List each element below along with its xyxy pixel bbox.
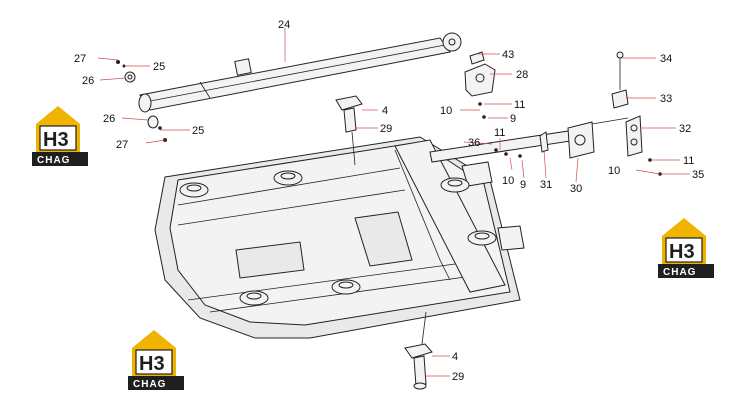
callout-29-top: 29	[380, 123, 392, 135]
callout-25: 25	[153, 61, 165, 73]
callout-34: 34	[660, 53, 672, 65]
callout-11: 11	[514, 99, 525, 111]
callout-11-shaft: 11	[494, 127, 505, 139]
callout-31: 31	[540, 179, 552, 191]
callout-36: 36	[468, 137, 480, 149]
callout-27-lower: 27	[116, 139, 128, 151]
watermark-logo-left: H3 CHAG	[32, 106, 88, 166]
left-fittings	[116, 60, 167, 142]
callout-11-right: 11	[683, 155, 694, 167]
logo-text: CHAG	[133, 379, 166, 390]
shaft-assembly	[429, 117, 629, 163]
gas-strut	[138, 32, 462, 113]
logo-mark: H3	[669, 241, 695, 263]
callout-35: 35	[692, 169, 704, 181]
callout-9-shaft: 9	[520, 179, 526, 191]
callout-26: 26	[82, 75, 94, 87]
logo-text: CHAG	[663, 267, 696, 278]
callout-10-right: 10	[608, 165, 620, 177]
logo-mark: H3	[139, 353, 165, 375]
callout-28: 28	[516, 69, 528, 81]
callout-30: 30	[570, 183, 582, 195]
post-bottom	[404, 311, 433, 390]
callout-26-lower: 26	[103, 113, 115, 125]
callout-29-bottom: 29	[452, 371, 464, 383]
leader-lines	[97, 28, 690, 377]
logo-text: CHAG	[37, 155, 70, 166]
logo-mark: H3	[43, 129, 69, 151]
callout-25-lower: 25	[192, 125, 204, 137]
callout-43: 43	[502, 49, 514, 61]
callout-labels: 24 27 25 26 26 25 27 4 29 43 28 11 10 9 …	[74, 19, 704, 383]
callout-32: 32	[679, 123, 691, 135]
callout-24: 24	[278, 19, 290, 31]
callout-4-top: 4	[382, 105, 388, 117]
callout-9: 9	[510, 113, 516, 125]
callout-33: 33	[660, 93, 672, 105]
callout-27: 27	[74, 53, 86, 65]
post-top	[335, 95, 363, 166]
callout-10: 10	[440, 105, 452, 117]
bracket-32	[611, 51, 662, 176]
watermark-logo-right: H3 CHAG	[658, 218, 714, 278]
bracket-28	[464, 51, 496, 119]
base-platform	[154, 136, 525, 339]
callout-10-shaft: 10	[502, 175, 514, 187]
callout-4-bottom: 4	[452, 351, 458, 363]
watermark-logo-bottom: H3 CHAG	[128, 330, 184, 390]
